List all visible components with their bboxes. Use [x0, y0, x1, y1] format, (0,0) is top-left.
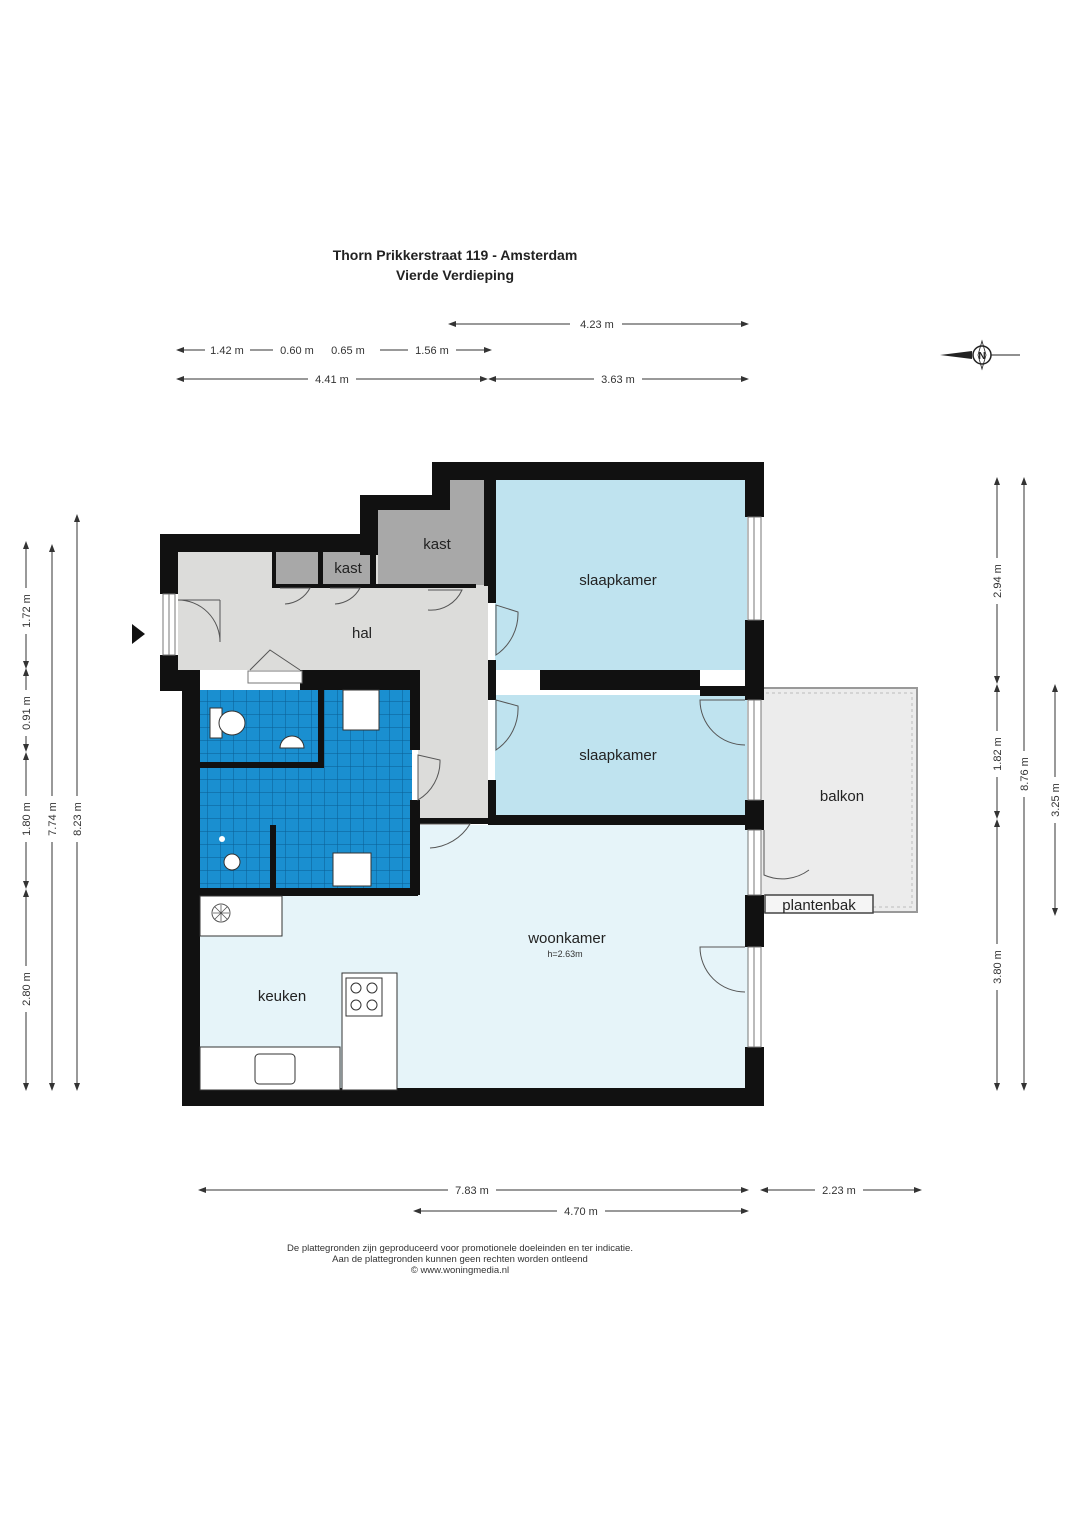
- windows: [162, 516, 762, 1048]
- bedroom-2-floor: [495, 695, 747, 815]
- bathroom-sink-icon: [332, 852, 372, 887]
- plan-subtitle: Vierde Verdieping: [395, 267, 514, 283]
- bathroom-toilet-icon: [223, 853, 241, 871]
- ceiling-height-label: h=2.63m: [547, 949, 582, 959]
- dim-left-1-80: 1.80 m: [21, 802, 33, 836]
- room-label-kast-small: kast: [334, 560, 362, 577]
- room-fills: [178, 480, 748, 1090]
- dim-right-2-94: 2.94 m: [992, 564, 1004, 598]
- room-label-woonkamer: woonkamer: [527, 930, 606, 947]
- bedroom-1-floor: [495, 480, 747, 670]
- room-label-balkon: balkon: [820, 788, 864, 805]
- dim-right-8-76: 8.76 m: [1019, 757, 1031, 791]
- dim-bottom-7-83: 7.83 m: [455, 1185, 489, 1197]
- counter-top: [199, 895, 283, 937]
- closet-tiny-floor: [276, 552, 318, 586]
- dim-right-1-82: 1.82 m: [992, 737, 1004, 771]
- dim-top-0-65: 0.65 m: [331, 345, 365, 357]
- room-label-kast-large: kast: [423, 536, 451, 553]
- plan-title: Thorn Prikkerstraat 119 - Amsterdam: [332, 247, 578, 263]
- dim-left-2-80: 2.80 m: [21, 972, 33, 1006]
- dim-bottom-4-70: 4.70 m: [564, 1206, 598, 1218]
- copyright-line: © www.woningmedia.nl: [410, 1265, 510, 1276]
- dimension-lines-top: [176, 321, 749, 382]
- room-label-slaapkamer-2: slaapkamer: [579, 747, 657, 764]
- closet-large-floor: [378, 505, 488, 585]
- planter-box: [764, 894, 874, 914]
- fixtures: [199, 689, 398, 1091]
- entrance-arrow-icon: [132, 624, 145, 644]
- dim-top-1-56: 1.56 m: [415, 345, 449, 357]
- disclaimer-line-2: Aan de plattegronden kunnen geen rechten…: [332, 1254, 588, 1265]
- compass-label: N: [978, 351, 985, 362]
- dim-top-4-41: 4.41 m: [315, 374, 349, 386]
- kitchen-sink-icon: [254, 1053, 296, 1085]
- stove-icon: [345, 977, 383, 1017]
- extractor-icon: [211, 903, 231, 923]
- room-label-slaapkamer-1: slaapkamer: [579, 572, 657, 589]
- entrance-door: [177, 599, 221, 643]
- dim-top-4-23: 4.23 m: [580, 319, 614, 331]
- dim-left-0-91: 0.91 m: [21, 696, 33, 730]
- balcony: [754, 687, 918, 914]
- room-label-hal: hal: [352, 625, 372, 642]
- dim-top-0-60: 0.60 m: [280, 345, 314, 357]
- dim-left-1-72: 1.72 m: [21, 594, 33, 628]
- compass-icon: N: [940, 339, 1020, 371]
- disclaimer-line-1: De plattegronden zijn geproduceerd voor …: [287, 1243, 633, 1254]
- toilet-icon: [218, 710, 246, 736]
- dim-left-7-74: 7.74 m: [47, 802, 59, 836]
- dim-top-3-63: 3.63 m: [601, 374, 635, 386]
- closet-small-floor: [322, 552, 370, 586]
- dim-left-8-23: 8.23 m: [72, 802, 84, 836]
- dim-bottom-2-23: 2.23 m: [822, 1185, 856, 1197]
- room-label-plantenbak: plantenbak: [782, 897, 856, 914]
- doors: [177, 587, 810, 993]
- washing-machine-icon: [342, 689, 380, 731]
- dim-right-3-25: 3.25 m: [1050, 783, 1062, 817]
- washbasin-icon: [279, 735, 305, 749]
- walls: [160, 462, 764, 1106]
- dim-right-3-80: 3.80 m: [992, 950, 1004, 984]
- room-label-keuken: keuken: [258, 988, 306, 1005]
- closet-large-door: [427, 589, 463, 611]
- dim-top-1-42: 1.42 m: [210, 345, 244, 357]
